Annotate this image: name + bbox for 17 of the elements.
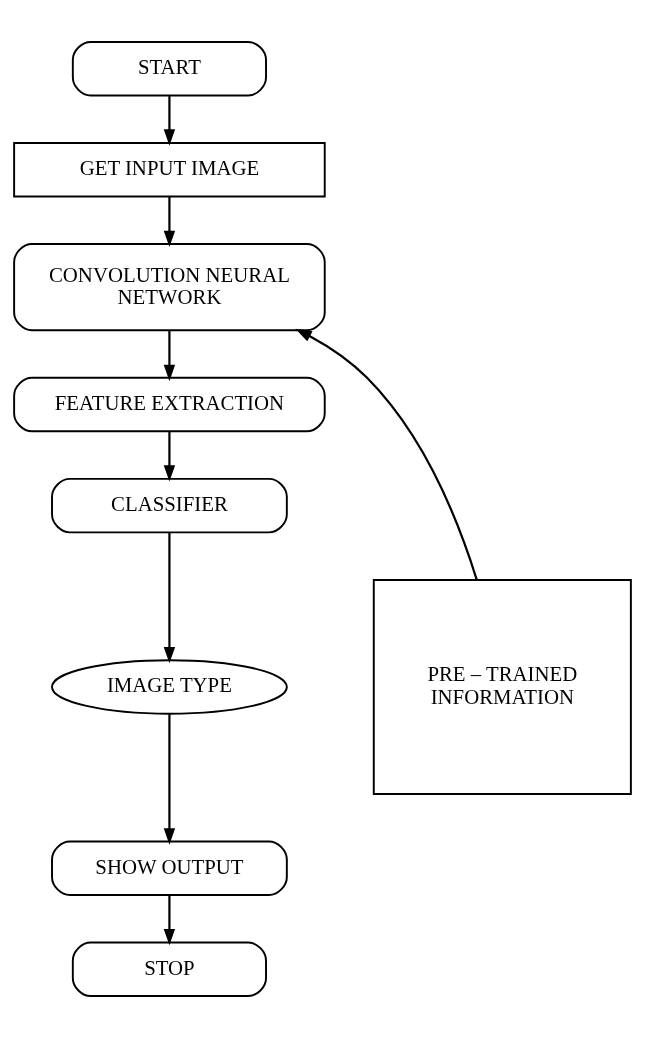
arrow (163, 532, 176, 664)
arrow (163, 95, 176, 146)
arrow (295, 328, 478, 580)
arrow (163, 431, 176, 482)
node-box: STOP (71, 941, 267, 998)
node-box: GET INPUT IMAGE (13, 142, 326, 198)
arrow (163, 196, 176, 248)
arrow (163, 895, 176, 946)
node-box: CONVOLUTION NEURAL NETWORK (13, 243, 326, 332)
node-box: SHOW OUTPUT (51, 840, 288, 896)
arrow (163, 330, 176, 382)
node-box: FEATURE EXTRACTION (13, 376, 326, 433)
node-box: PRE – TRAINED INFORMATION (372, 578, 632, 795)
node-ellipse: IMAGE TYPE (51, 659, 288, 715)
node-box: START (71, 40, 267, 97)
node-box: CLASSIFIER (51, 477, 288, 534)
arrow (163, 713, 176, 845)
